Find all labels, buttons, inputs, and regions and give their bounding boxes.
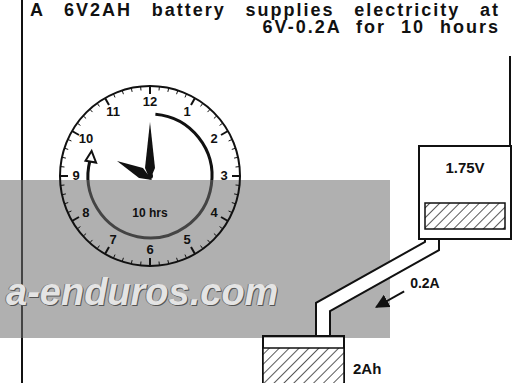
current-label: 0.2A — [410, 275, 440, 291]
clock-number: 12 — [143, 95, 157, 109]
charge-level — [263, 348, 344, 383]
clock-tick — [232, 203, 236, 204]
clock-tick — [191, 98, 195, 105]
clock-tick — [214, 116, 217, 119]
clock-number: 6 — [146, 243, 153, 257]
tank-wall — [263, 336, 344, 383]
clock-tick — [131, 260, 133, 264]
clock-tick — [229, 139, 233, 141]
clock-tick — [72, 217, 79, 221]
clock-tick — [221, 217, 228, 221]
clock-tick — [201, 103, 203, 106]
clock-tick — [167, 88, 169, 92]
tank-label: 2Ah — [353, 360, 381, 377]
clock-tick — [60, 184, 64, 185]
clock-tick — [185, 255, 187, 259]
clock-tick — [60, 175, 68, 177]
clock-tick — [113, 94, 115, 98]
clock-tick — [97, 246, 99, 249]
clock-tick — [220, 227, 223, 229]
clock-outline — [58, 84, 242, 268]
clock-tick — [113, 255, 115, 259]
clock-tick — [234, 193, 238, 195]
title: A 6V2AH battery supplies electricity at … — [30, 2, 500, 36]
clock-number: 3 — [220, 169, 227, 183]
clock-tick — [158, 86, 159, 90]
clock-tick — [149, 86, 151, 94]
duration-label: 10 hrs — [132, 206, 167, 220]
clock-tick — [229, 211, 233, 213]
clock-tick — [236, 166, 240, 167]
clock-tick — [60, 166, 64, 167]
watermark-band — [0, 180, 390, 338]
clock-tick — [83, 116, 86, 119]
minute-hand — [145, 122, 155, 180]
frame-line — [509, 56, 511, 145]
tank-label: 1.75V — [445, 159, 484, 176]
hour-hand — [117, 161, 152, 180]
tank-bottom-outline — [262, 335, 345, 383]
clock-number: 4 — [210, 206, 217, 220]
current-arrow — [376, 291, 404, 307]
clock-tick — [177, 258, 178, 262]
charge-level — [425, 203, 505, 229]
clock-tick — [236, 184, 240, 185]
clock-tick — [62, 193, 66, 195]
clock-tick — [149, 258, 151, 266]
tank-wall — [419, 146, 511, 239]
clock-number: 5 — [183, 233, 190, 247]
clock-tick — [167, 260, 169, 264]
clock-tick — [221, 131, 228, 135]
clock-tick — [62, 157, 66, 159]
clock-number: 11 — [106, 105, 120, 119]
clock-tick — [234, 157, 238, 159]
clock-tick — [232, 148, 236, 149]
clock-tick — [208, 109, 211, 112]
clock-number: 9 — [72, 169, 79, 183]
clock-tick — [90, 240, 93, 243]
clock-tick — [214, 234, 217, 237]
clock-tick — [122, 90, 123, 94]
clock-tick — [185, 94, 187, 98]
clock-tick — [140, 262, 141, 266]
clock-tick — [64, 148, 68, 149]
upper-tank: 1.75V — [418, 145, 512, 240]
lower-tank: 2Ah — [262, 335, 345, 383]
clock-tick — [97, 103, 99, 106]
clock-tick — [83, 234, 86, 237]
clock-tick — [177, 90, 178, 94]
hand-pivot — [147, 173, 153, 179]
clock-tick — [77, 123, 80, 125]
clock-tick — [131, 88, 133, 92]
clock-tick — [232, 175, 240, 177]
clock-number: 7 — [109, 233, 116, 247]
clock-tick — [64, 203, 68, 204]
clock-tick — [201, 246, 203, 249]
clock-number: 2 — [210, 132, 217, 146]
clock-tick — [90, 109, 93, 112]
clock-number: 1 — [183, 105, 190, 119]
clock-tick — [72, 131, 79, 135]
clock-number: 10 — [79, 132, 93, 146]
clock-tick — [105, 247, 109, 254]
clock-face: 10 hrs — [58, 84, 242, 268]
clock-tick — [158, 262, 159, 266]
clock-tick — [77, 227, 80, 229]
arc-arrowhead — [86, 151, 97, 163]
clock-tick — [208, 240, 211, 243]
clock-tick — [68, 139, 72, 141]
clock-number: 8 — [82, 206, 89, 220]
clock-tick — [220, 123, 223, 125]
watermark: a-enduros.com — [6, 272, 278, 312]
clock-tick — [191, 247, 195, 254]
clock-tick — [140, 86, 141, 90]
clock-tick — [68, 211, 72, 213]
clock-rim — [60, 86, 240, 266]
clock-tick — [122, 258, 123, 262]
